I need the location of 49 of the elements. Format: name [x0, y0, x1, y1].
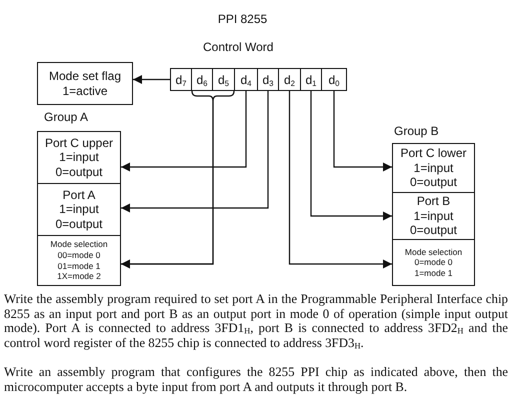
- box-heading: Port C upper: [44, 136, 114, 150]
- register-box: [392, 192, 475, 240]
- title: PPI 8255: [216, 12, 268, 26]
- bit-cell: d$_{7}$: [170, 68, 192, 91]
- register-box: [392, 143, 475, 193]
- box-text: 0=output: [55, 164, 103, 180]
- bit-cell: d$_{6}$: [191, 68, 213, 91]
- box-heading: Mode selection: [50, 239, 108, 250]
- box-text: 0=output: [410, 175, 458, 190]
- box-text: 1=input: [414, 208, 454, 224]
- box-text: 0=mode 0: [414, 257, 453, 268]
- box-text: 1=active: [62, 84, 108, 98]
- register-box: [37, 131, 121, 184]
- box-text: 0=output: [55, 216, 103, 232]
- group-label: Group A: [44, 110, 88, 124]
- box-heading: Port B: [416, 194, 450, 209]
- group-label: Group B: [394, 124, 439, 138]
- arrow: [333, 91, 392, 172]
- arrow: [121, 91, 247, 172]
- bit-cell: d$_{5}$: [212, 68, 235, 91]
- register-box: [37, 62, 133, 105]
- box-heading: Mode set flag: [48, 69, 122, 84]
- box-heading: Port A: [62, 188, 96, 202]
- arrow: [133, 75, 170, 84]
- box-text: 0=output: [410, 223, 458, 238]
- box-heading: Port C lower: [400, 146, 467, 161]
- box-text: 00=mode 0: [58, 250, 100, 260]
- box-text: 1=input: [59, 150, 99, 165]
- heading-label: Control Word: [203, 40, 274, 54]
- box-text: 1=mode 1: [414, 268, 453, 278]
- arrow: [121, 90, 235, 268]
- box-text: 1=input: [414, 160, 454, 176]
- arrow: [288, 91, 392, 268]
- box-text: 1=input: [59, 202, 99, 217]
- paragraph: Write an assembly program that configures the 8255 PPI chip as indicated above, then the microcomputer accepts a byte input from port A and outputs it through port B.: [4, 365, 508, 394]
- paragraph: Write the assembly program required to set port A in the Programmable Peripheral Interface chip 8255 as an input port and port B as an output port in mode 0 of operation (simple input output mode). Port A is connected to address 3FD1$_{H}$, port B is connected to address 3FD2$_{H}$ and the control word register of the 8255 chip is connected to address 3FD3$_{H}$.: [4, 292, 508, 350]
- box-text: 1X=mode 2: [57, 271, 101, 282]
- bit-cell: d$_{4}$: [234, 68, 258, 91]
- arrow: [121, 91, 269, 212]
- bit-cell: d$_{2}$: [278, 68, 301, 91]
- arrow: [310, 91, 392, 220]
- box-heading: Mode selection: [404, 246, 462, 258]
- bit-cell: d$_{3}$: [257, 68, 279, 91]
- register-box: [392, 239, 475, 286]
- register-box: [37, 235, 121, 286]
- register-box: [37, 183, 121, 236]
- bit-cell: d$_{0}$: [321, 68, 347, 91]
- box-text: 01=mode 1: [58, 260, 100, 272]
- bit-cell: d$_{1}$: [300, 68, 322, 91]
